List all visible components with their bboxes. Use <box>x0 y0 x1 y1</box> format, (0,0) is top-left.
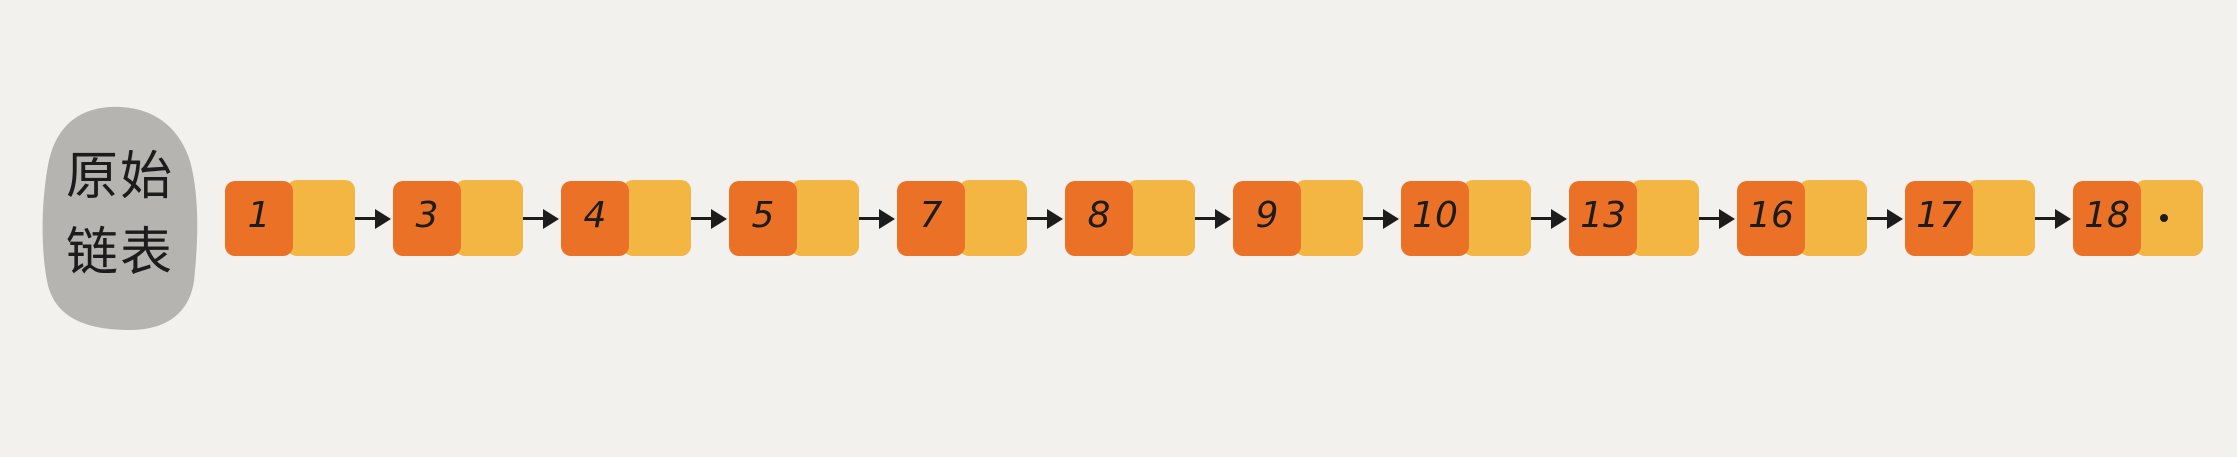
arrow-head-icon <box>1719 209 1735 229</box>
node-next-cell <box>1967 180 2035 256</box>
node-data-cell: 9 <box>1233 181 1301 256</box>
node-data-cell: 16 <box>1737 181 1805 256</box>
list-node: 8 <box>1065 180 1195 258</box>
node-data-cell: 3 <box>393 181 461 256</box>
label-line-2: 链表 <box>65 223 174 283</box>
node-value: 18 <box>2084 195 2130 236</box>
node-next-cell <box>1799 180 1867 256</box>
list-node: 5 <box>729 180 859 258</box>
node-data-cell: 4 <box>561 181 629 256</box>
node-next-cell <box>1127 180 1195 256</box>
null-pointer-dot <box>2160 214 2168 222</box>
node-value: 13 <box>1580 195 1626 236</box>
arrow-head-icon <box>711 209 727 229</box>
node-data-cell: 1 <box>225 181 293 256</box>
node-value: 3 <box>415 195 439 236</box>
arrow-head-icon <box>1887 209 1903 229</box>
node-next-cell <box>1295 180 1363 256</box>
node-value: 7 <box>919 195 943 236</box>
node-next-cell <box>1631 180 1699 256</box>
list-node: 16 <box>1737 180 1867 258</box>
list-node: 7 <box>897 180 1027 258</box>
node-next-cell <box>455 180 523 256</box>
node-next-cell <box>623 180 691 256</box>
list-node: 17 <box>1905 180 2035 258</box>
list-node: 9 <box>1233 180 1363 258</box>
node-value: 1 <box>247 195 271 236</box>
node-data-cell: 18 <box>2073 181 2141 256</box>
node-value: 8 <box>1087 195 1111 236</box>
list-node: 1 <box>225 180 355 258</box>
list-node: 4 <box>561 180 691 258</box>
arrow-head-icon <box>543 209 559 229</box>
node-next-cell <box>2135 180 2203 256</box>
node-data-cell: 7 <box>897 181 965 256</box>
list-node: 10 <box>1401 180 1531 258</box>
arrow-head-icon <box>1551 209 1567 229</box>
arrow-head-icon <box>375 209 391 229</box>
node-next-cell <box>791 180 859 256</box>
arrow-head-icon <box>1383 209 1399 229</box>
list-node: 18 <box>2073 180 2203 258</box>
node-value: 4 <box>583 195 607 236</box>
node-data-cell: 5 <box>729 181 797 256</box>
node-data-cell: 8 <box>1065 181 1133 256</box>
node-value: 10 <box>1412 195 1458 236</box>
label-line-1: 原始 <box>65 147 174 207</box>
node-next-cell <box>287 180 355 256</box>
arrow-head-icon <box>2055 209 2071 229</box>
diagram-label: 原始 链表 <box>52 139 188 291</box>
list-node: 3 <box>393 180 523 258</box>
node-next-cell <box>959 180 1027 256</box>
node-value: 9 <box>1255 195 1279 236</box>
node-value: 16 <box>1748 195 1794 236</box>
node-next-cell <box>1463 180 1531 256</box>
node-data-cell: 10 <box>1401 181 1469 256</box>
list-node: 13 <box>1569 180 1699 258</box>
arrow-head-icon <box>1215 209 1231 229</box>
label-blob-shape <box>42 106 198 331</box>
arrow-head-icon <box>1047 209 1063 229</box>
node-value: 5 <box>751 195 775 236</box>
label-blob: 原始 链表 <box>40 103 200 333</box>
arrow-head-icon <box>879 209 895 229</box>
node-data-cell: 13 <box>1569 181 1637 256</box>
node-data-cell: 17 <box>1905 181 1973 256</box>
node-value: 17 <box>1916 195 1962 236</box>
